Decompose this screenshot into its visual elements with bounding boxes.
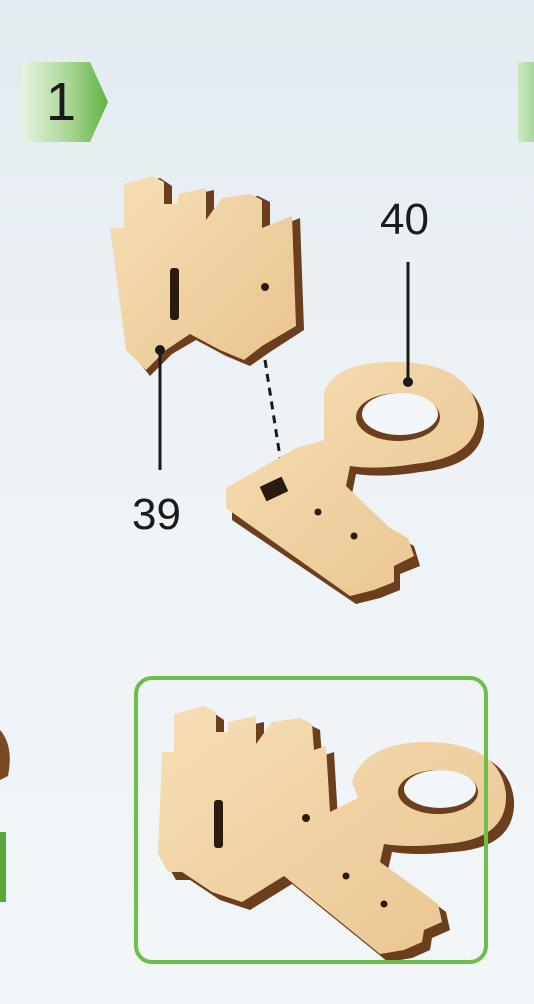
callout-label-39: 39 bbox=[132, 490, 181, 540]
result-frame bbox=[134, 676, 488, 964]
assembly-guide-line bbox=[265, 360, 282, 470]
previous-step-fragment bbox=[0, 730, 10, 902]
callout-label-40: 40 bbox=[380, 195, 429, 245]
part-39-bracket bbox=[110, 176, 304, 376]
part-40-base bbox=[226, 362, 484, 604]
